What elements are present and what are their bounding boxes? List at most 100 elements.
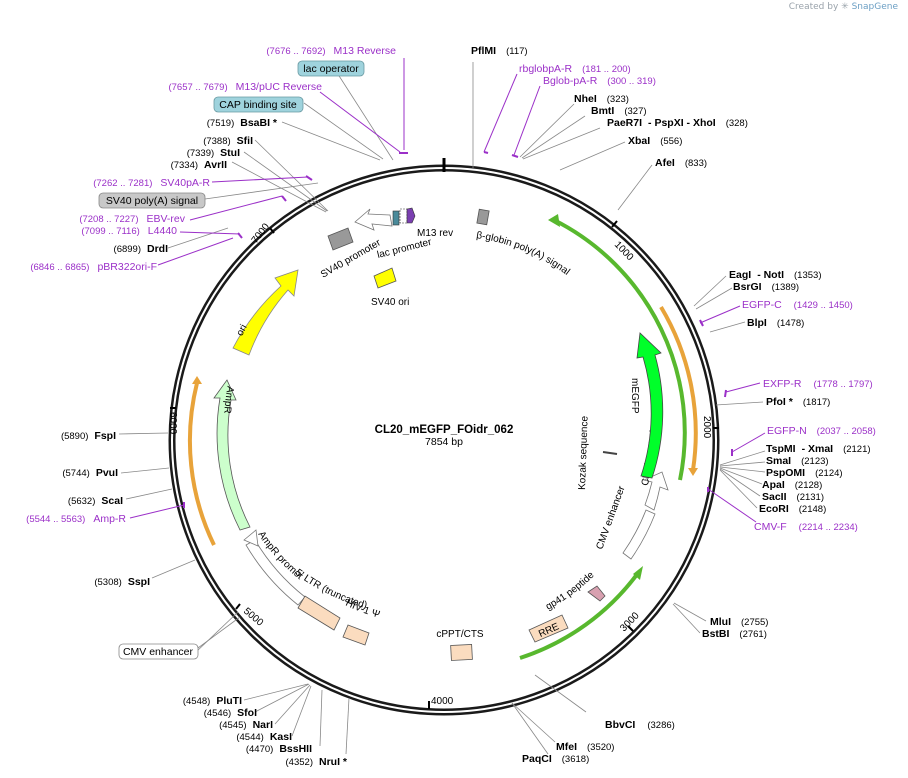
- primer-ebv-rev[interactable]: (7208 .. 7227)EBV-rev: [79, 213, 185, 225]
- tick-mark-5000: [235, 603, 241, 610]
- enzyme-sfii[interactable]: (7388)SfiI: [203, 135, 253, 147]
- ampr-promoter-arrowhead-icon: [243, 529, 259, 547]
- enzyme-mfei[interactable]: MfeI(3520): [556, 741, 614, 753]
- enzyme-bsrgi[interactable]: BsrGI(1389): [733, 281, 799, 293]
- feature-label-lac-promoter: lac promoter: [376, 237, 433, 261]
- feature-label-cppt: cPPT/CTS: [436, 629, 484, 640]
- enzyme-ecori[interactable]: EcoRI(2148): [759, 503, 826, 515]
- enzyme-stui[interactable]: (7339)StuI: [187, 147, 240, 159]
- enzyme-nari[interactable]: (4545)NarI: [219, 719, 273, 731]
- enzyme-nrui[interactable]: (4352)NruI *: [286, 756, 348, 768]
- enzyme-drdi[interactable]: (6899)DrdI: [114, 243, 169, 255]
- feature-cppt[interactable]: [450, 644, 473, 661]
- primer-m13-puc-reverse[interactable]: (7657 .. 7679)M13/pUC Reverse: [168, 81, 322, 93]
- primer-m13-reverse[interactable]: (7676 .. 7692)M13 Reverse: [266, 45, 396, 57]
- feature-sv40-ori[interactable]: [373, 267, 397, 289]
- feature-label-kozak: Kozak sequence: [577, 415, 591, 490]
- feature-kozak[interactable]: [602, 451, 618, 455]
- enzyme-bsabi[interactable]: (7519)BsaBI *: [207, 117, 278, 129]
- enzyme-bsshii[interactable]: (4470)BssHII: [246, 743, 312, 755]
- enzyme-scai[interactable]: (5632)ScaI: [68, 495, 123, 507]
- feature-cmv-promoter[interactable]: [642, 471, 669, 511]
- feature-ampr-promoter[interactable]: [245, 539, 306, 606]
- feature-gp41[interactable]: [587, 585, 606, 602]
- sv40-polya-signal-label: SV40 poly(A) signal: [106, 195, 198, 207]
- sv40-polya-signal-box[interactable]: [98, 192, 206, 209]
- tick-label-2000: 2000: [701, 416, 712, 439]
- feature-label-cmv-enhancer: CMV enhancer: [594, 484, 627, 551]
- tick-label-6000: 6000: [167, 412, 178, 435]
- primer-site-marks: [183, 151, 733, 508]
- feature-cmv-enhancer[interactable]: [622, 509, 656, 560]
- feature-sv40-promoter[interactable]: [327, 227, 354, 251]
- feature-hiv-psi[interactable]: [342, 624, 370, 646]
- enzyme-eagi[interactable]: EagI- NotI(1353): [729, 269, 821, 281]
- enzyme-pfoi[interactable]: PfoI *(1817): [766, 396, 830, 408]
- enzyme-fspi[interactable]: (5890)FspI: [61, 430, 116, 442]
- tick-label-4000: 4000: [431, 696, 454, 707]
- enzyme-pspomi[interactable]: PspOMI(2124): [766, 467, 843, 479]
- cap-binding-site-label: CAP binding site: [219, 99, 297, 111]
- feature-cap-site[interactable]: [399, 208, 408, 224]
- feature-label-ampr: AmpR: [221, 385, 235, 414]
- enzyme-sfoi[interactable]: (4546)SfoI: [204, 707, 257, 719]
- snapgene-watermark: Created by ✳ SnapGene: [789, 2, 898, 12]
- enzyme-paer7i[interactable]: PaeR7I- PspXI - XhoI(328): [607, 117, 748, 129]
- primer-amp-r[interactable]: (5544 .. 5563)Amp-R: [26, 513, 126, 525]
- enzyme-smai[interactable]: SmaI(2123): [766, 455, 829, 467]
- enzyme-xbai[interactable]: XbaI(556): [628, 135, 682, 147]
- lac-operator-box[interactable]: [297, 60, 365, 77]
- feature-ampr[interactable]: [213, 379, 251, 531]
- enzyme-bmti[interactable]: BmtI(327): [591, 105, 647, 117]
- lac-operator-label: lac operator: [303, 63, 359, 75]
- enzyme-apai[interactable]: ApaI(2128): [762, 479, 822, 491]
- enzyme-nhei[interactable]: NheI(323): [574, 93, 629, 105]
- primer-sv40pa-r[interactable]: (7262 .. 7281)SV40pA-R: [93, 177, 210, 189]
- feature-label-sv40-promoter: SV40 promoter: [319, 237, 383, 280]
- enzyme-pvui[interactable]: (5744)PvuI: [62, 467, 118, 479]
- enzyme-sspi[interactable]: (5308)SspI: [94, 576, 150, 588]
- feature-upper-green-orf[interactable]: [553, 218, 687, 481]
- primer-bglob-pa-r[interactable]: Bglob-pA-R(300 .. 319): [543, 75, 656, 87]
- cmv-enhancer-box[interactable]: [118, 643, 199, 660]
- cmv-enhancer-label: CMV enhancer: [123, 646, 194, 658]
- cap-binding-site-box[interactable]: [213, 96, 304, 113]
- primer-rbglobpa-r[interactable]: rbglobpA-R(181 .. 200): [519, 63, 631, 75]
- enzyme-blpi[interactable]: BlpI(1478): [747, 317, 804, 329]
- enzyme-pluti[interactable]: (4548)PluTI: [183, 695, 242, 707]
- enzyme-mlui[interactable]: MluI(2755): [710, 616, 768, 628]
- feature-m13-rev[interactable]: [406, 207, 416, 224]
- watermark-created-by: Created by: [788, 2, 839, 12]
- enzyme-bstbi[interactable]: BstBI(2761): [702, 628, 767, 640]
- enzyme-sacii[interactable]: SacII(2131): [762, 491, 824, 503]
- enzyme-paqci[interactable]: PaqCI(3618): [522, 753, 589, 765]
- feature-5-ltr[interactable]: [297, 595, 341, 631]
- feature-ori[interactable]: [232, 269, 299, 356]
- feature-orange-orf[interactable]: [659, 305, 698, 471]
- primer-egfp-n[interactable]: EGFP-N(2037 .. 2058): [767, 425, 876, 437]
- enzyme-pflmi[interactable]: PflMI(117): [471, 45, 528, 57]
- feature-label-ori: ori: [235, 323, 250, 338]
- feature-lac-promoter[interactable]: [354, 208, 393, 231]
- primer-egfp-c[interactable]: EGFP-C(1429 .. 1450): [742, 299, 853, 311]
- primer-exfp-r[interactable]: EXFP-R(1778 .. 1797): [763, 378, 873, 390]
- primer-labels: (7676 .. 7692)M13 Reverse (7657 .. 7679)…: [26, 45, 876, 533]
- primer-l4440[interactable]: (7099 .. 7116)L4440: [81, 225, 177, 237]
- feature-ampr-orf[interactable]: [187, 382, 216, 546]
- enzyme-avrii[interactable]: (7334)AvrII: [171, 159, 228, 171]
- enzyme-bbvci[interactable]: BbvCI(3286): [605, 719, 675, 731]
- enzyme-tspmi[interactable]: TspMI- XmaI(2121): [766, 443, 871, 455]
- enzyme-labels: PflMI(117) NheI(323) BmtI(327) PaeR7I- P…: [61, 45, 871, 768]
- feature-megfp[interactable]: [636, 332, 664, 479]
- feature-beta-globin[interactable]: [476, 208, 490, 226]
- boxed-labels: lac operator CAP binding site SV40 poly(…: [98, 60, 365, 660]
- enzyme-kasi[interactable]: (4544)KasI: [236, 731, 292, 743]
- enzyme-afei[interactable]: AfeI(833): [655, 157, 707, 169]
- snapgene-logo-icon: ✳: [841, 2, 849, 12]
- feature-rre[interactable]: [528, 614, 569, 643]
- feature-lac-operator[interactable]: [392, 210, 400, 226]
- primer-pbr322ori-f[interactable]: (6846 .. 6865)pBR322ori-F: [30, 261, 157, 273]
- feature-label-sv40-ori: SV40 ori: [371, 297, 409, 308]
- primer-cmv-f[interactable]: CMV-F(2214 .. 2234): [754, 521, 858, 533]
- feature-lower-green-orf[interactable]: [519, 571, 640, 660]
